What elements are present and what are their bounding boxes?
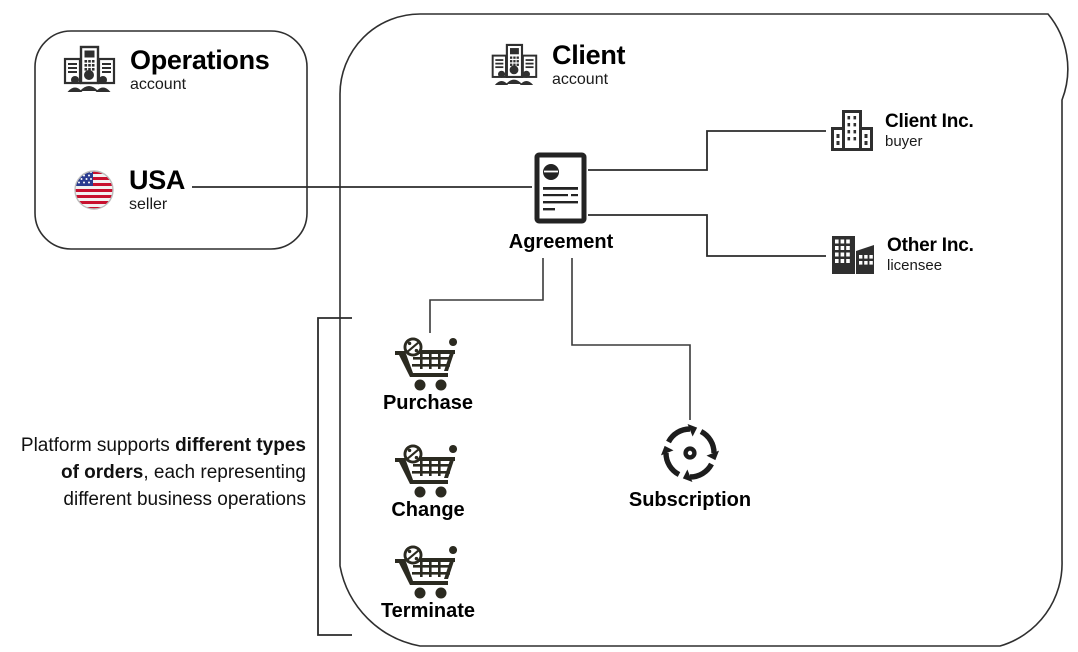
entity-usa[interactable]: USA seller	[73, 165, 185, 214]
agreement-label: Agreement	[508, 231, 614, 253]
usa-flag-icon	[73, 169, 115, 211]
order-type-change[interactable]: Change	[391, 440, 465, 521]
link-agreement-subscription	[571, 258, 691, 420]
order-type-purchase[interactable]: Purchase	[383, 333, 473, 414]
other-inc-label: Other Inc.	[887, 235, 974, 256]
buildings-icon	[829, 232, 877, 278]
shopping-cart-icon	[393, 333, 463, 391]
shopping-cart-icon	[393, 541, 463, 599]
entity-subscription[interactable]: Subscription	[629, 420, 751, 511]
recurring-arrows-icon	[657, 420, 723, 486]
note-emphasis: different types of orders	[60, 435, 306, 483]
other-inc-role: licensee	[887, 257, 943, 274]
office-people-icon	[490, 42, 538, 87]
operations-sublabel: account	[130, 75, 187, 93]
entity-agreement[interactable]: Agreement	[509, 152, 613, 253]
office-tower-icon	[829, 108, 875, 154]
link-agreement-purchase	[429, 258, 544, 333]
usa-role: seller	[129, 196, 168, 213]
entity-other-inc[interactable]: Other Inc. licensee	[829, 232, 974, 278]
purchase-label: Purchase	[382, 392, 474, 414]
subscription-label: Subscription	[628, 489, 752, 511]
client-sublabel: account	[552, 71, 609, 88]
entity-client-inc[interactable]: Client Inc. buyer	[829, 108, 974, 154]
document-seal-icon	[533, 152, 588, 224]
operations-group-header: Operations account	[62, 44, 270, 94]
order-type-terminate[interactable]: Terminate	[381, 541, 475, 622]
client-group-header: Client account	[490, 40, 626, 89]
operations-label: Operations	[130, 44, 270, 75]
client-inc-role: buyer	[885, 133, 923, 150]
client-inc-title-block: Client Inc. buyer	[885, 111, 974, 151]
operations-title-block: Operations account	[130, 45, 270, 94]
usa-title-block: USA seller	[129, 165, 185, 214]
order-types-bracket	[317, 317, 352, 636]
note-lead: Platform supports	[20, 435, 176, 456]
change-label: Change	[391, 499, 465, 521]
client-title-block: Client account	[552, 40, 626, 89]
client-inc-label: Client Inc.	[885, 111, 974, 132]
link-agreement-client-inc	[588, 130, 826, 171]
orders-note: Platform supports different types of ord…	[16, 432, 306, 513]
note-tail: , each representing different business o…	[63, 462, 306, 510]
shopping-cart-icon	[393, 440, 463, 498]
client-label: Client	[552, 40, 626, 70]
office-people-icon	[62, 44, 116, 94]
other-inc-title-block: Other Inc. licensee	[887, 235, 974, 275]
terminate-label: Terminate	[380, 600, 476, 622]
usa-label: USA	[129, 165, 186, 195]
